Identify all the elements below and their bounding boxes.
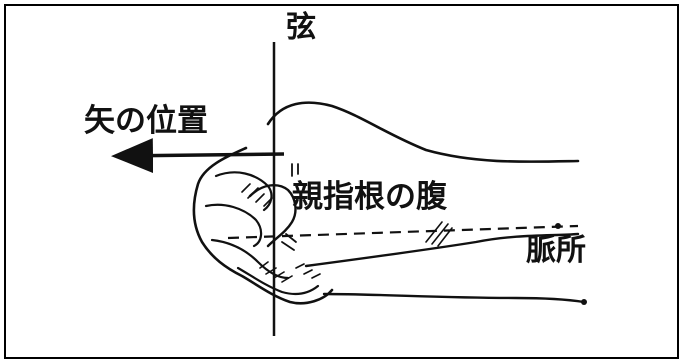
arrow-position-label: 矢の位置 [84,103,208,139]
wrist-bottom-line [322,292,586,304]
finger-fold-2 [204,203,263,248]
fist-outline [192,146,334,305]
arrow-line [111,138,285,174]
thumb-base-pad-label: 親指根の腹 [292,179,447,215]
thumb-outline [248,184,297,248]
wrist-end-dot [581,299,587,305]
bowstring-label: 弦 [286,10,316,45]
pulse-point-dot [555,223,561,229]
intersection-ticks [281,163,299,251]
hand-upper-contour [266,101,580,164]
knuckle-hatching [241,183,453,283]
hand-illustration [111,42,587,336]
dashed-reference-line [227,224,579,240]
hand-lower-contour [304,232,580,268]
pulse-point-label: 脈所 [526,233,586,268]
finger-fold-4 [236,266,320,296]
diagram-frame: 弦 矢の位置 親指根の腹 脈所 [4,4,679,359]
finger-fold-3 [210,238,290,280]
